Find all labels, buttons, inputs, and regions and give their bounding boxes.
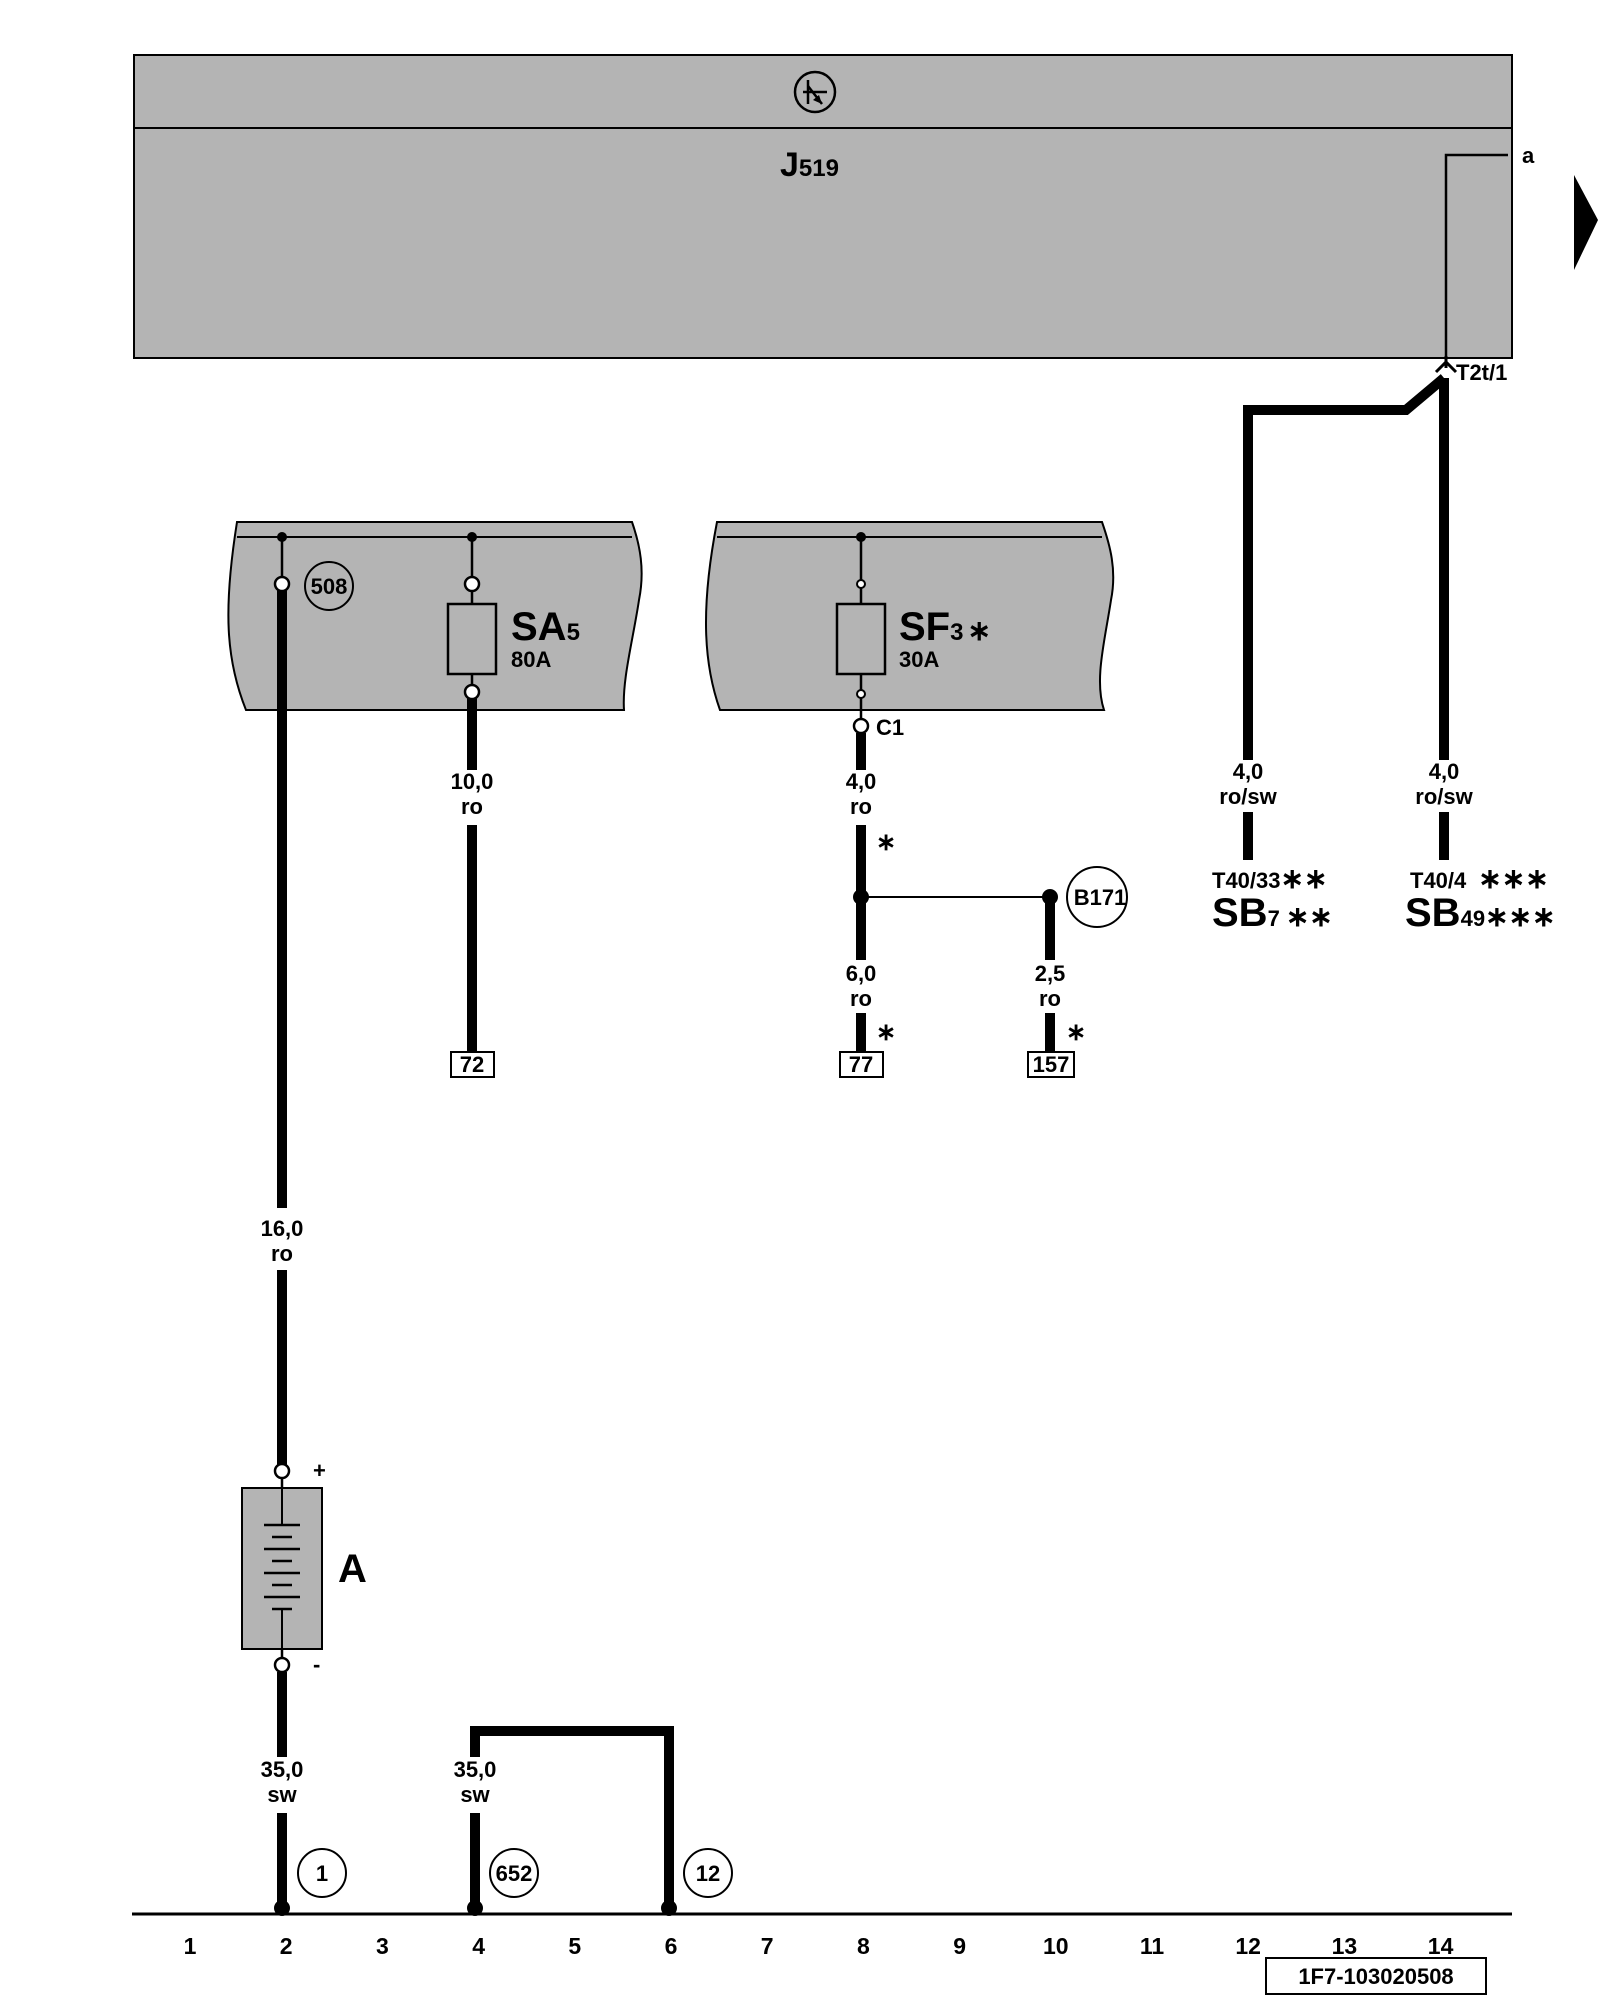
ground-point-1-label: 1 xyxy=(316,1861,328,1886)
reference-box-77[interactable] xyxy=(839,1051,884,1078)
sb7-label: SB7∗∗ xyxy=(1212,891,1333,935)
pin-t2t-label: T2t/1 xyxy=(1456,360,1507,385)
wire-color-sf3: ro xyxy=(850,794,872,819)
fuse-sf3-name: SF xyxy=(899,605,950,649)
arrow-right-icon[interactable] xyxy=(1574,175,1598,270)
battery-plus-label: + xyxy=(313,1458,326,1483)
column-number-8: 8 xyxy=(857,1933,870,1959)
reference-box-157[interactable] xyxy=(1027,1051,1075,1078)
star-marker-sf3: ∗ xyxy=(876,829,896,856)
control-unit-subscript: 519 xyxy=(799,155,839,182)
star-marker-77: ∗ xyxy=(876,1019,896,1046)
wire-color-sb7: ro/sw xyxy=(1219,784,1277,809)
star-marker-157: ∗ xyxy=(1066,1019,1086,1046)
column-number-5: 5 xyxy=(568,1933,581,1959)
sb49-pin-label: T40/4 ∗∗∗ xyxy=(1410,863,1549,894)
sb7-pin-mark: ∗∗ xyxy=(1281,863,1328,894)
reference-157-label: 157 xyxy=(1033,1052,1070,1077)
wire-gauge-35a: 35,0 xyxy=(261,1757,304,1782)
fuse-sa5-label: SA5 xyxy=(511,605,580,649)
column-number-11: 11 xyxy=(1140,1933,1165,1959)
sb7-pin: T40/33 xyxy=(1212,868,1281,893)
diagram-id-box xyxy=(1265,1957,1487,1995)
ground-point-1 xyxy=(297,1848,347,1898)
fuse-box-sa xyxy=(227,521,643,711)
fuse-sa5-name: SA xyxy=(511,605,567,649)
wire-color-10: ro xyxy=(461,794,483,819)
diagram-id: 1F7-103020508 xyxy=(1298,1964,1453,1989)
wire-gauge-35b: 35,0 xyxy=(454,1757,497,1782)
control-unit-name: J xyxy=(780,146,799,184)
wire-gauge-2-5: 2,5 xyxy=(1035,961,1066,986)
fuse-sf3-marker: ∗ xyxy=(967,615,990,646)
wire-t2t-split xyxy=(1241,356,1458,860)
wire-ground-bridge xyxy=(467,1726,677,1916)
reference-77-label: 77 xyxy=(849,1052,873,1077)
battery-name: A xyxy=(338,1547,367,1591)
wire-sf3-out xyxy=(853,733,1128,1052)
column-number-7: 7 xyxy=(761,1933,774,1959)
fuse-box-sf xyxy=(705,521,1115,735)
sb49-pin-mark: ∗∗∗ xyxy=(1478,863,1548,894)
wire-color-sb49: ro/sw xyxy=(1415,784,1473,809)
fuse-sa5-rating: 80A xyxy=(511,647,551,672)
ground-point-652 xyxy=(489,1848,539,1898)
sb49-mark: ∗∗∗ xyxy=(1485,901,1555,932)
column-number-3: 3 xyxy=(376,1933,389,1959)
sb49-label: SB49∗∗∗ xyxy=(1405,891,1555,935)
wire-gauge-6: 6,0 xyxy=(846,961,877,986)
ground-point-652-label: 652 xyxy=(496,1861,533,1886)
sb7-name: SB xyxy=(1212,891,1268,935)
fuse-sf3-rating: 30A xyxy=(899,647,939,672)
battery-symbol xyxy=(241,1462,323,1674)
fuse-sf3-symbol xyxy=(835,602,887,676)
wire-color-35a: sw xyxy=(267,1782,297,1807)
wire-gauge-16: 16,0 xyxy=(261,1216,304,1241)
wire-battery-ground xyxy=(274,1672,290,1916)
transistor-icon xyxy=(793,70,837,114)
column-number-14: 14 xyxy=(1428,1933,1454,1959)
column-number-9: 9 xyxy=(953,1933,966,1959)
ground-point-12-label: 12 xyxy=(696,1861,720,1886)
wire-gauge-sf3: 4,0 xyxy=(846,769,877,794)
wire-color-16: ro xyxy=(271,1241,293,1266)
node-508-label: 508 xyxy=(311,574,348,599)
column-number-4: 4 xyxy=(472,1933,485,1959)
control-unit-label: J519 xyxy=(780,146,839,184)
fuse-sf3-label: SF3∗ xyxy=(899,605,991,649)
wire-gauge-sb7: 4,0 xyxy=(1233,759,1264,784)
fuse-sf3-subscript: 3 xyxy=(950,619,963,646)
wire-color-35b: sw xyxy=(460,1782,490,1807)
sb7-subscript: 7 xyxy=(1268,906,1280,931)
wire-color-2-5: ro xyxy=(1039,986,1061,1011)
sb7-pin-label: T40/33∗∗ xyxy=(1212,863,1327,894)
column-number-1: 1 xyxy=(184,1933,197,1959)
sb49-subscript: 49 xyxy=(1461,906,1485,931)
wire-gauge-sb49: 4,0 xyxy=(1429,759,1460,784)
signal-label-a: a xyxy=(1522,143,1535,168)
sb49-name: SB xyxy=(1405,891,1461,935)
sb49-pin: T40/4 xyxy=(1410,868,1467,893)
column-number-13: 13 xyxy=(1332,1933,1358,1959)
reference-72-label: 72 xyxy=(460,1052,484,1077)
fuse-sa5-symbol xyxy=(446,602,498,676)
sb7-mark: ∗∗ xyxy=(1286,901,1333,932)
ground-point-12 xyxy=(683,1848,733,1898)
battery-minus-label: - xyxy=(313,1652,320,1677)
fuse-sa5-subscript: 5 xyxy=(567,619,580,646)
node-b171-label: B171 xyxy=(1074,885,1127,910)
wire-gauge-10: 10,0 xyxy=(451,769,494,794)
column-number-2: 2 xyxy=(280,1933,293,1959)
reference-box-72[interactable] xyxy=(450,1051,495,1078)
column-number-12: 12 xyxy=(1235,1933,1261,1959)
wire-color-6: ro xyxy=(850,986,872,1011)
connector-c1-label: C1 xyxy=(876,715,904,740)
control-unit-j519: J519 xyxy=(133,54,1513,359)
column-number-6: 6 xyxy=(665,1933,678,1959)
column-number-10: 10 xyxy=(1043,1933,1069,1959)
